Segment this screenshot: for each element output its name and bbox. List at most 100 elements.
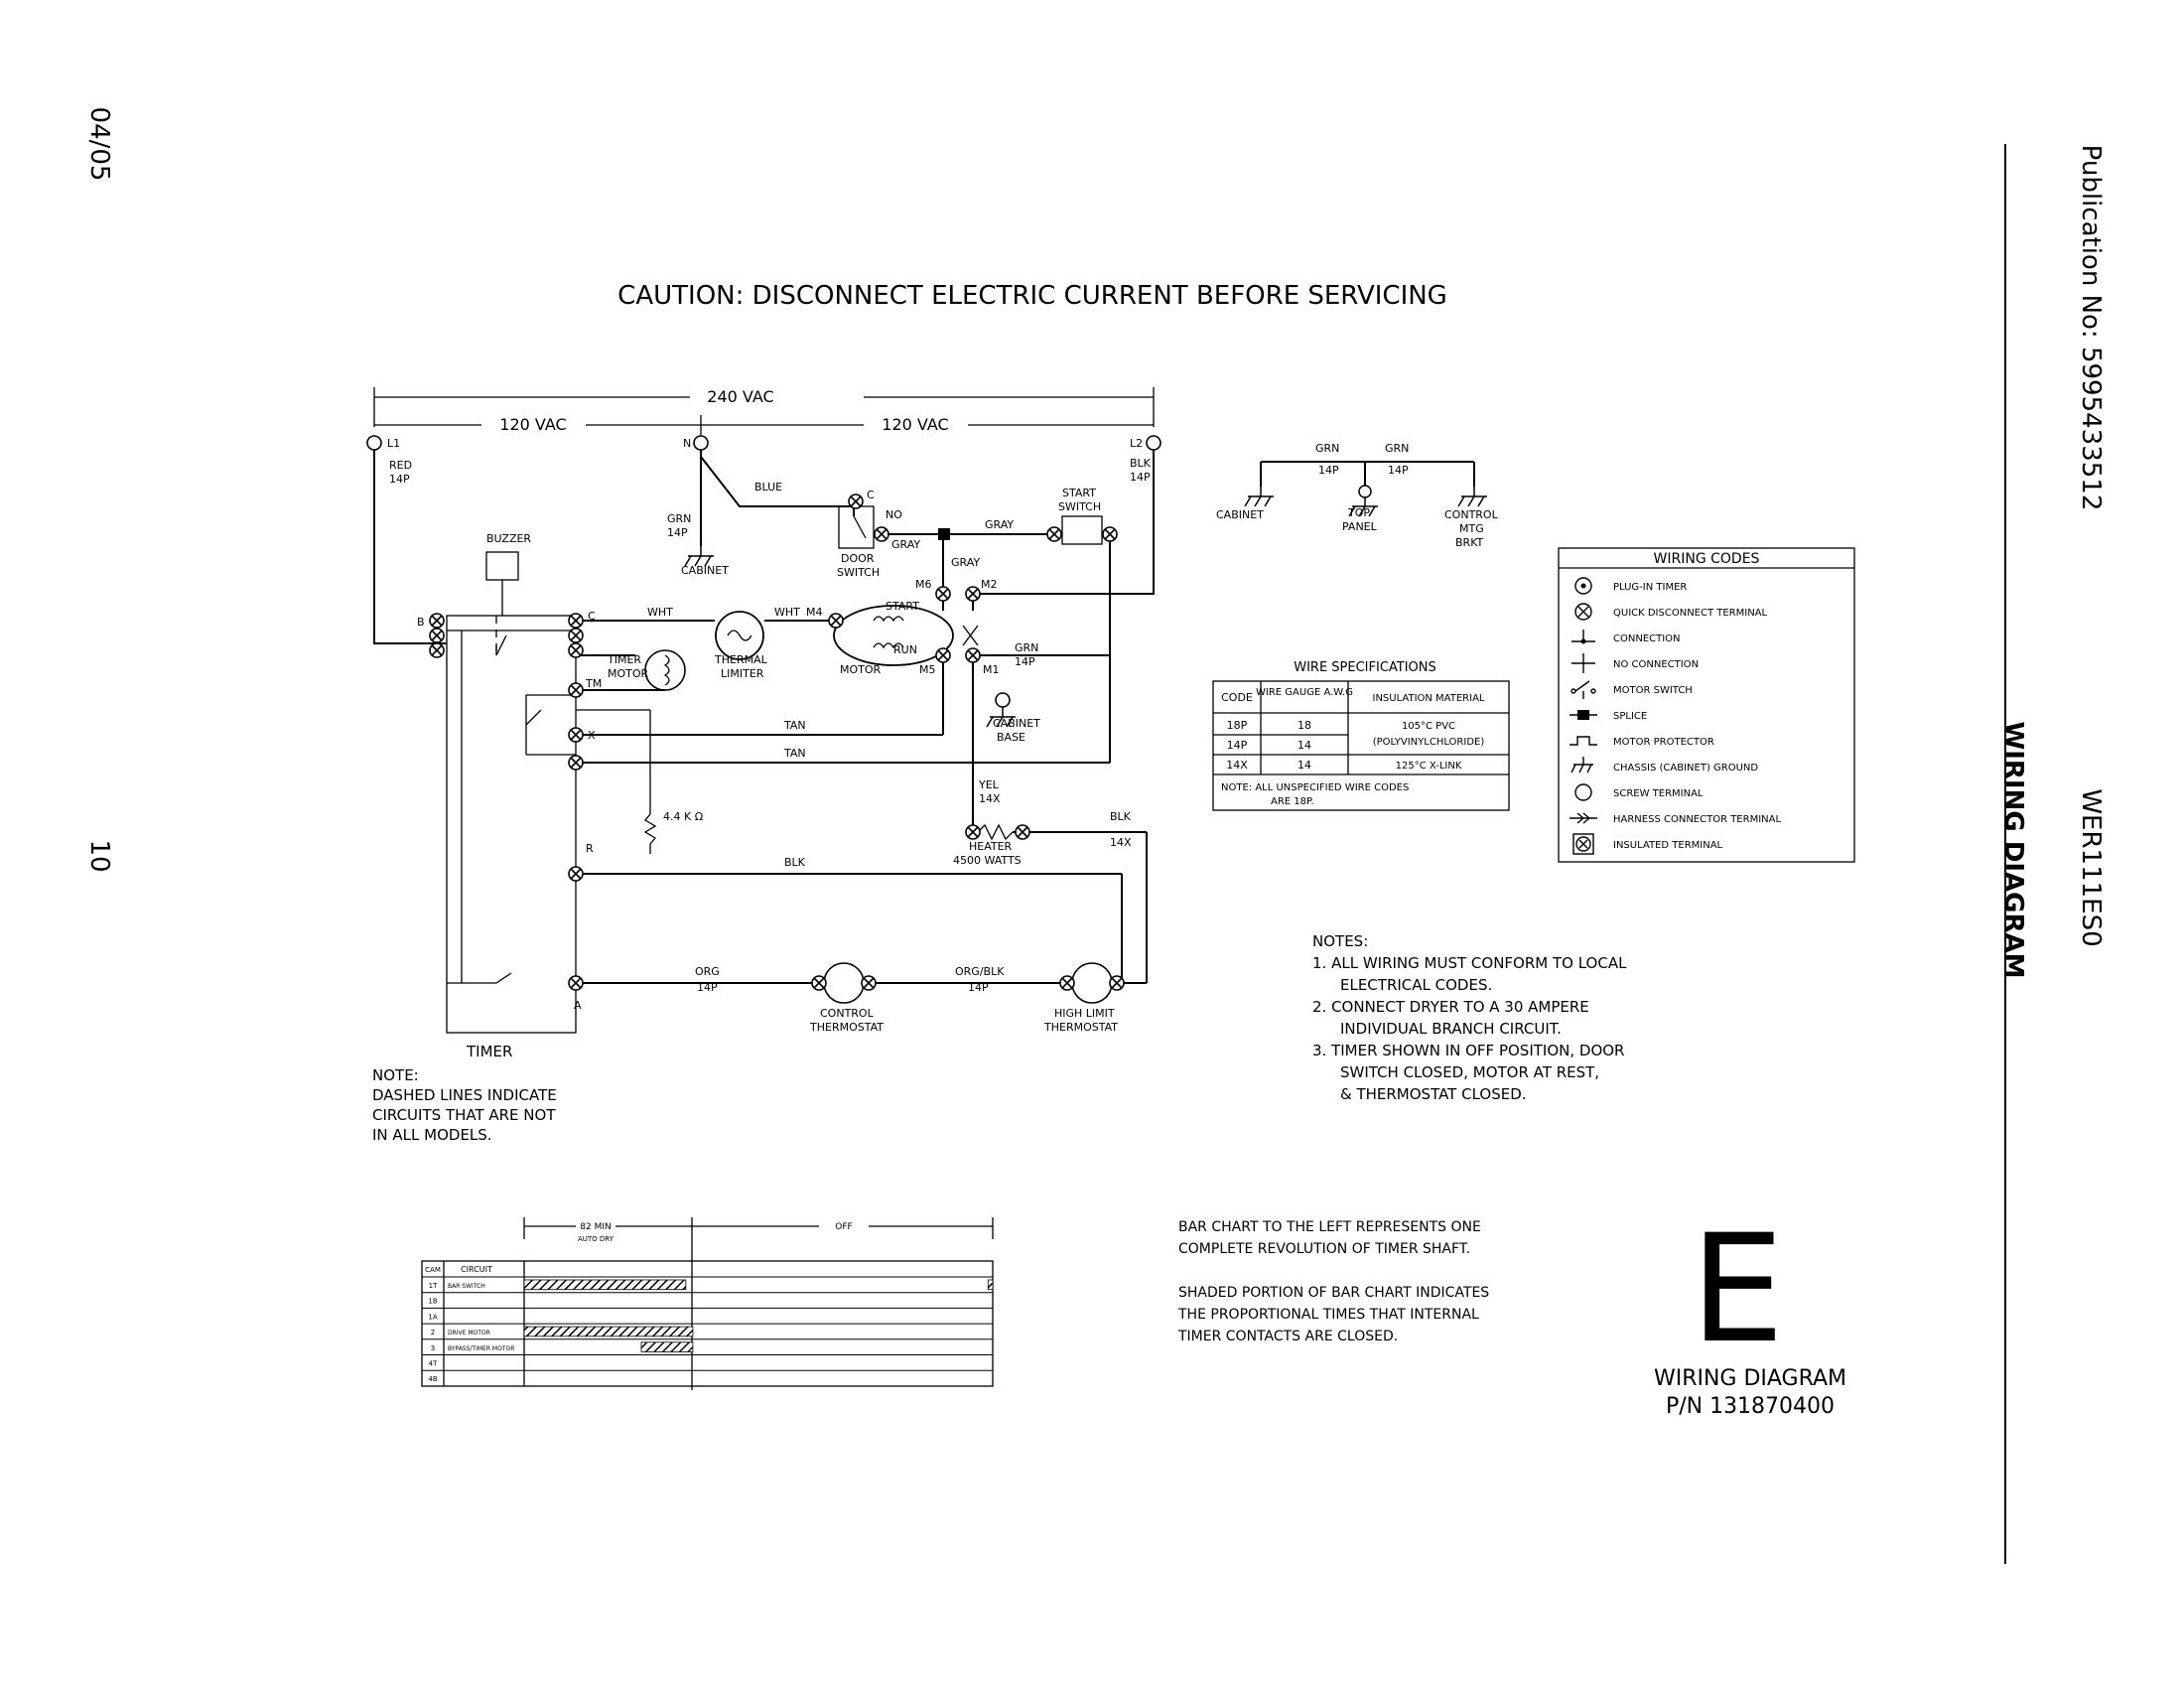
- voltage-dimensions: 240 VAC 120 VAC 120 VAC: [373, 387, 1155, 435]
- svg-text:TIMER: TIMER: [466, 1043, 512, 1060]
- svg-text:M2: M2: [981, 578, 998, 591]
- ground-tree: GRN 14P GRN 14P CABINET TOP PANEL CONTRO…: [1216, 442, 1499, 549]
- part-number: P/N 131870400: [1666, 1394, 1835, 1419]
- svg-text:M5: M5: [919, 663, 936, 676]
- chart-circuit-label: DRIVE MOTOR: [448, 1330, 490, 1336]
- no-connection-icon: [1571, 653, 1595, 673]
- svg-text:CONTROL: CONTROL: [820, 1007, 875, 1020]
- screw-terminal-icon: [1574, 783, 1592, 801]
- svg-text:ORG: ORG: [695, 965, 720, 978]
- svg-text:RUN: RUN: [893, 643, 917, 656]
- diagram-letter: E: [1691, 1203, 1785, 1376]
- svg-text:GRAY: GRAY: [951, 556, 980, 569]
- plug-in-timer-icon: [1574, 577, 1592, 595]
- motor-protector-icon: [1570, 736, 1597, 746]
- svg-text:14P: 14P: [667, 526, 688, 539]
- svg-text:NO: NO: [886, 508, 902, 521]
- svg-text:INDIVIDUAL BRANCH CIRCUIT.: INDIVIDUAL BRANCH CIRCUIT.: [1340, 1020, 1562, 1038]
- svg-text:CABINET: CABINET: [993, 717, 1040, 730]
- svg-text:LIMITER: LIMITER: [721, 667, 764, 680]
- svg-text:THERMAL: THERMAL: [714, 653, 768, 666]
- l1-screw-terminal: [366, 435, 382, 451]
- chart-cam-label: 2: [431, 1329, 435, 1336]
- svg-text:GRN: GRN: [1015, 641, 1038, 654]
- svg-text:3. TIMER SHOWN IN OFF POSITION: 3. TIMER SHOWN IN OFF POSITION, DOOR: [1312, 1042, 1624, 1059]
- section-title: WIRING DIAGRAM: [1998, 722, 2028, 979]
- chart-circuit-label: BAR SWITCH: [448, 1283, 485, 1290]
- wiring-codes-legend: WIRING CODES PLUG-IN TIMER QUICK DISCONNE…: [1558, 547, 1855, 863]
- svg-text:MOTOR: MOTOR: [840, 663, 882, 676]
- model-number: WER111ES0: [2076, 788, 2106, 946]
- svg-text:(POLYVINYLCHLORIDE): (POLYVINYLCHLORIDE): [1373, 737, 1485, 748]
- page-number: 10: [84, 839, 114, 872]
- svg-text:125°C X-LINK: 125°C X-LINK: [1396, 761, 1462, 772]
- svg-text:CONTROL: CONTROL: [1444, 508, 1499, 521]
- svg-text:14: 14: [1297, 739, 1311, 752]
- svg-text:TIMER: TIMER: [607, 653, 641, 666]
- svg-text:CIRCUIT: CIRCUIT: [461, 1265, 492, 1274]
- svg-text:BLK: BLK: [784, 856, 806, 869]
- chart-cam-label: 1T: [429, 1282, 438, 1290]
- svg-text:1. ALL WIRING MUST CONFORM TO: 1. ALL WIRING MUST CONFORM TO LOCAL: [1312, 954, 1627, 972]
- svg-text:YEL: YEL: [978, 778, 1000, 791]
- svg-text:NOTE:: NOTE:: [372, 1066, 419, 1084]
- svg-text:BUZZER: BUZZER: [486, 532, 531, 545]
- svg-text:R: R: [586, 842, 594, 855]
- chart-row: 1A: [422, 1307, 993, 1321]
- legend-label: CONNECTION: [1613, 633, 1681, 644]
- chart-circuit-label: BYPASS/TIMER MOTOR: [448, 1345, 514, 1352]
- svg-text:CIRCUITS THAT ARE NOT: CIRCUITS THAT ARE NOT: [372, 1106, 556, 1124]
- chart-row: 2 DRIVE MOTOR: [422, 1323, 993, 1337]
- svg-text:HIGH LIMIT: HIGH LIMIT: [1054, 1007, 1115, 1020]
- svg-text:ARE 18P.: ARE 18P.: [1271, 796, 1314, 807]
- svg-text:A: A: [574, 999, 582, 1012]
- legend-label: SCREW TERMINAL: [1613, 788, 1704, 799]
- svg-text:SWITCH: SWITCH: [1058, 500, 1101, 513]
- chart-cam-label: 1B: [428, 1298, 437, 1306]
- svg-text:GRAY: GRAY: [891, 538, 920, 551]
- svg-text:TAN: TAN: [783, 747, 806, 760]
- legend-label: HARNESS CONNECTOR TERMINAL: [1613, 814, 1781, 825]
- svg-text:M1: M1: [983, 663, 1000, 676]
- svg-text:NOTE: ALL UNSPECIFIED WIRE COD: NOTE: ALL UNSPECIFIED WIRE CODES: [1221, 782, 1409, 793]
- svg-text:HEATER: HEATER: [969, 840, 1013, 853]
- svg-text:14P: 14P: [697, 981, 718, 994]
- svg-text:BLK: BLK: [1130, 457, 1152, 470]
- svg-text:THE PROPORTIONAL TIMES THAT IN: THE PROPORTIONAL TIMES THAT INTERNAL: [1177, 1307, 1479, 1323]
- svg-text:WHT: WHT: [774, 606, 800, 619]
- bar-chart-note: BAR CHART TO THE LEFT REPRESENTS ONE COM…: [1177, 1219, 1489, 1344]
- svg-text:MTG: MTG: [1459, 522, 1484, 535]
- svg-text:RED: RED: [389, 459, 412, 472]
- cabinet-ground-icon: [1244, 486, 1275, 507]
- legend-label: PLUG-IN TIMER: [1613, 582, 1687, 593]
- svg-text:105°C PVC: 105°C PVC: [1402, 721, 1455, 732]
- chart-shaded-bar: [523, 1326, 694, 1337]
- svg-text:BLK: BLK: [1110, 810, 1132, 823]
- legend-label: CHASSIS (CABINET) GROUND: [1613, 763, 1758, 774]
- svg-text:OFF: OFF: [835, 1222, 852, 1232]
- svg-text:CABINET: CABINET: [1216, 508, 1264, 521]
- legend-label: INSULATED TERMINAL: [1613, 840, 1723, 851]
- svg-text:DOOR: DOOR: [841, 552, 875, 565]
- motor-switch-icon: [1570, 680, 1596, 699]
- svg-text:BLUE: BLUE: [754, 481, 782, 493]
- svg-text:L1: L1: [387, 437, 400, 450]
- legend-label: NO CONNECTION: [1613, 659, 1699, 670]
- legend-label: QUICK DISCONNECT TERMINAL: [1613, 608, 1768, 619]
- legend-label: MOTOR SWITCH: [1613, 685, 1693, 696]
- svg-text:WIRE GAUGE A.W.G: WIRE GAUGE A.W.G: [1256, 687, 1353, 698]
- svg-text:MOTOR: MOTOR: [608, 667, 649, 680]
- diagram-title: WIRING DIAGRAM: [1654, 1366, 1846, 1391]
- svg-text:NOTES:: NOTES:: [1312, 932, 1368, 950]
- connection-icon: [1571, 630, 1595, 644]
- svg-text:14P: 14P: [1318, 464, 1339, 477]
- svg-text:C: C: [588, 610, 596, 623]
- svg-text:SWITCH CLOSED, MOTOR AT REST,: SWITCH CLOSED, MOTOR AT REST,: [1340, 1063, 1599, 1081]
- svg-text:WHT: WHT: [647, 606, 673, 619]
- svg-text:GRAY: GRAY: [985, 518, 1014, 531]
- svg-text:WIRING CODES: WIRING CODES: [1654, 551, 1760, 567]
- high-limit-thermostat: [1071, 962, 1113, 1004]
- svg-text:SWITCH: SWITCH: [837, 566, 880, 579]
